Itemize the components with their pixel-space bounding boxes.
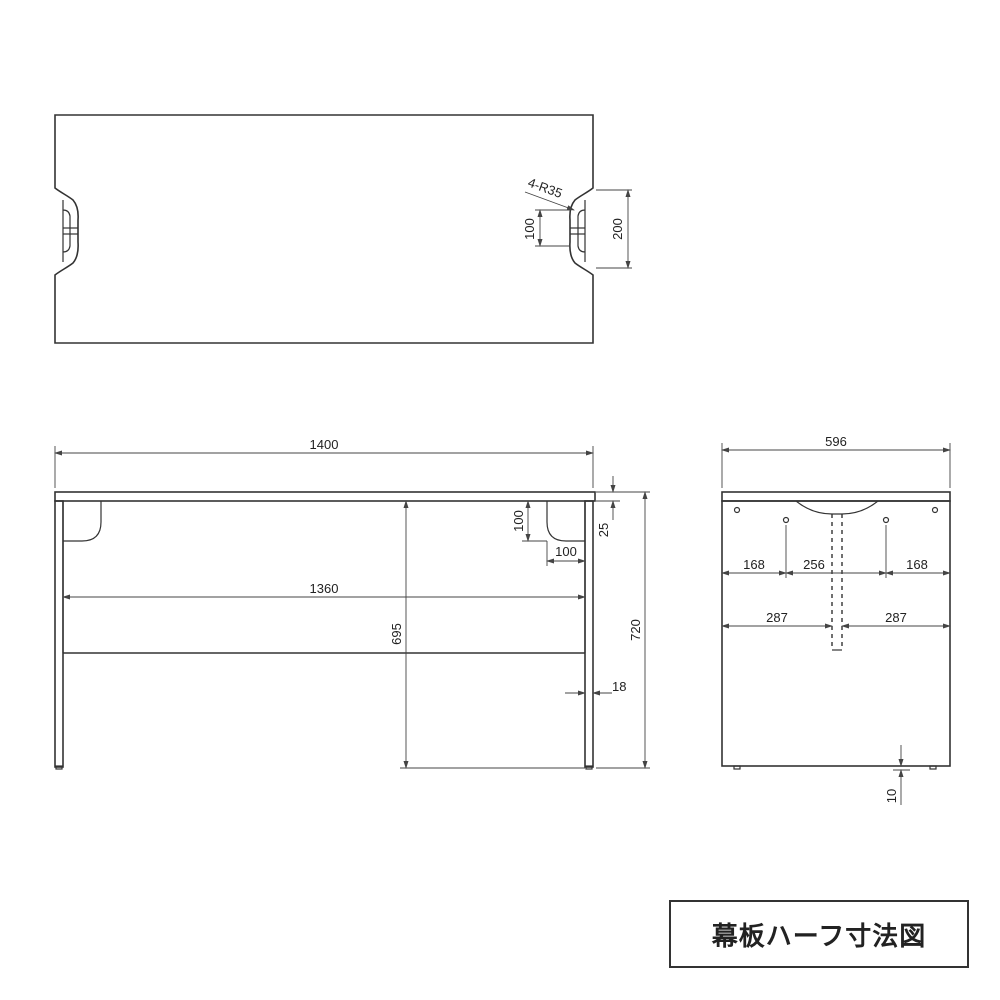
drawing-title: 幕板ハーフ寸法図: [711, 921, 927, 952]
left-grommet: [62, 200, 71, 262]
side-body: [721, 500, 951, 767]
right-leg: [584, 500, 594, 768]
left-leg: [54, 500, 64, 768]
notch-width-label: 200: [610, 218, 625, 240]
front-view: 1400 1360 695 100 100 25: [54, 437, 650, 770]
side-view: 596 168 256 168 287 287: [721, 434, 951, 805]
right-grommet: [577, 200, 586, 262]
notch-depth-label: 100: [522, 218, 537, 240]
right-cutout: [546, 501, 585, 542]
leg-height-label: 695: [389, 623, 404, 645]
radius-label: 4-R35: [526, 175, 564, 201]
cutout-height-label: 100: [511, 510, 526, 532]
half-left-label: 287: [766, 610, 788, 625]
hole-4: [931, 506, 939, 514]
leg-thickness-label: 18: [612, 679, 626, 694]
total-height-label: 720: [628, 619, 643, 641]
hole-spacing-center-label: 256: [803, 557, 825, 572]
title-box: 幕板ハーフ寸法図: [669, 900, 969, 968]
overall-width-label: 1400: [310, 437, 339, 452]
hole-3: [882, 516, 890, 524]
top-view: 4-R35 100 200: [54, 114, 632, 344]
radius-leader: [524, 191, 575, 211]
depth-label: 596: [825, 434, 847, 449]
inner-width-label: 1360: [310, 581, 339, 596]
side-notch: [795, 500, 879, 515]
hole-spacing-left-label: 168: [743, 557, 765, 572]
desktop-outline: [54, 114, 594, 344]
top-thickness-label: 25: [596, 523, 611, 537]
side-top-board: [721, 491, 951, 502]
tabletop: [54, 491, 596, 502]
half-right-label: 287: [885, 610, 907, 625]
hole-2: [782, 516, 790, 524]
hole-1: [733, 506, 741, 514]
left-cutout: [63, 501, 102, 542]
hole-spacing-right-label: 168: [906, 557, 928, 572]
cutout-width-label: 100: [555, 544, 577, 559]
foot-height-label: 10: [884, 789, 899, 803]
